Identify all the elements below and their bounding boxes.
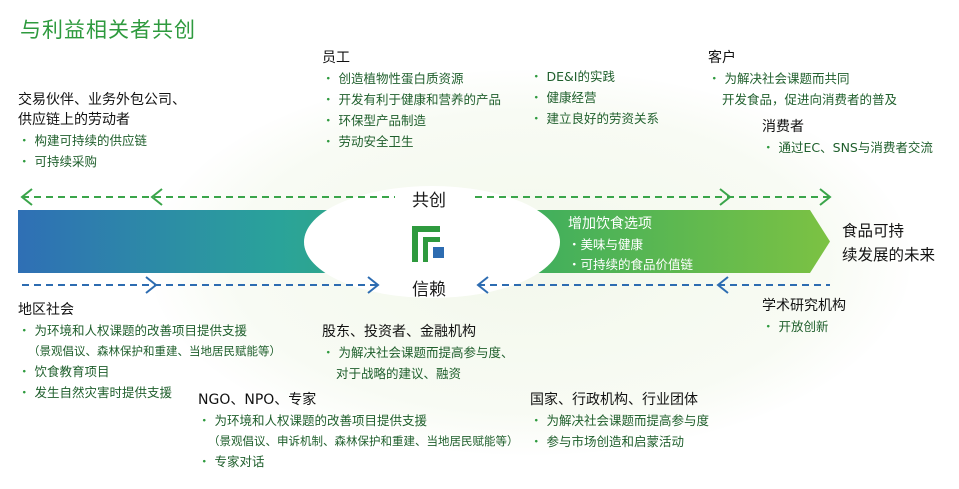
trust-label: 信赖 <box>412 280 446 300</box>
future-label: 食品可持 续发展的未来 <box>842 219 935 267</box>
list-item: ・为解决社会课题而提高参与度 <box>530 413 710 428</box>
list-item: ・建立良好的劳资关系 <box>530 111 660 126</box>
future-line-1: 食品可持 <box>842 222 905 240</box>
group-head: 交易伙伴、业务外包公司、 <box>18 92 186 108</box>
group-government: 国家、行政机构、行业团体 ・为解决社会课题而提高参与度 ・参与市场创造和启蒙活动 <box>530 390 709 452</box>
list-item: ・健康经营 <box>530 90 597 105</box>
list-item: ・为解决社会课题而共同 <box>708 71 850 86</box>
arrowhead-bottom-right-inner <box>716 276 729 294</box>
co-creation-label: 共创 <box>412 191 446 211</box>
list-item: ・DE&I的实践 <box>530 69 615 84</box>
band-panel-item: ・美味与健康 <box>568 237 644 252</box>
group-employees-2: ・DE&I的实践 ・健康经营 ・建立良好的劳资关系 <box>530 66 659 129</box>
group-academia: 学术研究机构 ・开放创新 <box>762 296 846 337</box>
list-item: ・构建可持续的供应链 <box>18 133 148 148</box>
group-head: 消费者 <box>762 119 804 135</box>
list-item: ・发生自然灾害时提供支援 <box>18 385 173 400</box>
group-head: 学术研究机构 <box>762 298 846 314</box>
group-community: 地区社会 ・为环境和人权课题的改善项目提供支援 （景观倡议、森林保护和重建、当地… <box>18 300 281 403</box>
list-item: ・为环境和人权课题的改善项目提供支援 <box>18 323 248 338</box>
arrowhead-top-left-inner <box>150 188 163 206</box>
future-line-2: 续发展的未来 <box>842 246 936 264</box>
list-item: ・通过EC、SNS与消费者交流 <box>762 140 933 155</box>
band-panel-title: 增加饮食选项 <box>568 216 652 232</box>
group-customers: 客户 ・为解决社会课题而共同 开发食品，促进向消费者的普及 <box>708 48 897 110</box>
arrowhead-bottom-left-outer <box>367 276 380 294</box>
group-head: 客户 <box>708 50 736 66</box>
list-item: ・开放创新 <box>762 319 829 334</box>
group-head: 供应链上的劳动者 <box>18 112 130 128</box>
group-head: 国家、行政机构、行业团体 <box>530 392 698 408</box>
page-title: 与利益相关者共创 <box>20 18 196 42</box>
list-item: ・为环境和人权课题的改善项目提供支援 <box>198 413 428 428</box>
arrowhead-bottom-left-inner <box>145 276 158 294</box>
list-item-note: （景观倡议、申诉机制、森林保护和重建、当地居民赋能等） <box>208 434 519 448</box>
list-item: ・可持续采购 <box>18 154 98 169</box>
company-logo-icon <box>412 226 444 262</box>
arrowhead-top-right-inner <box>719 188 732 206</box>
list-item: ・劳动安全卫生 <box>322 134 414 149</box>
list-item-continued: 对于战略的建议、融资 <box>336 366 462 381</box>
arrowhead-bottom-right-outer <box>476 276 489 294</box>
arrowhead-top-left-outer <box>20 188 33 206</box>
list-item: ・创造植物性蛋白质资源 <box>322 71 464 86</box>
group-employees: 员工 ・创造植物性蛋白质资源 ・开发有利于健康和营养的产品 ・环保型产品制造 ・… <box>322 48 501 152</box>
group-head: 地区社会 <box>18 302 74 318</box>
band-panel-item: ・可持续的食品价值链 <box>568 257 694 272</box>
group-investors: 股东、投资者、金融机构 ・为解决社会课题而提高参与度、 对于战略的建议、融资 <box>322 322 514 384</box>
group-head: 股东、投资者、金融机构 <box>322 324 476 340</box>
list-item: ・环保型产品制造 <box>322 113 427 128</box>
group-ngo: NGO、NPO、专家 ・为环境和人权课题的改善项目提供支援 （景观倡议、申诉机制… <box>198 390 519 472</box>
list-item: ・参与市场创造和启蒙活动 <box>530 434 685 449</box>
group-consumers: 消费者 ・通过EC、SNS与消费者交流 <box>762 117 933 158</box>
list-item: ・饮食教育项目 <box>18 364 110 379</box>
list-item: ・为解决社会课题而提高参与度、 <box>322 345 514 360</box>
group-head: NGO、NPO、专家 <box>198 392 317 408</box>
list-item: ・专家对话 <box>198 454 265 469</box>
list-item-note: （景观倡议、森林保护和重建、当地居民赋能等） <box>28 344 281 358</box>
list-item: ・开发有利于健康和营养的产品 <box>322 92 502 107</box>
group-partners: 交易伙伴、业务外包公司、 供应链上的劳动者 ・构建可持续的供应链 ・可持续采购 <box>18 90 186 172</box>
arrowhead-top-right-outer <box>819 188 832 206</box>
group-head: 员工 <box>322 50 350 66</box>
band-panel: 增加饮食选项 ・美味与健康 ・可持续的食品价值链 <box>568 213 693 275</box>
list-item-continued: 开发食品，促进向消费者的普及 <box>722 92 898 107</box>
